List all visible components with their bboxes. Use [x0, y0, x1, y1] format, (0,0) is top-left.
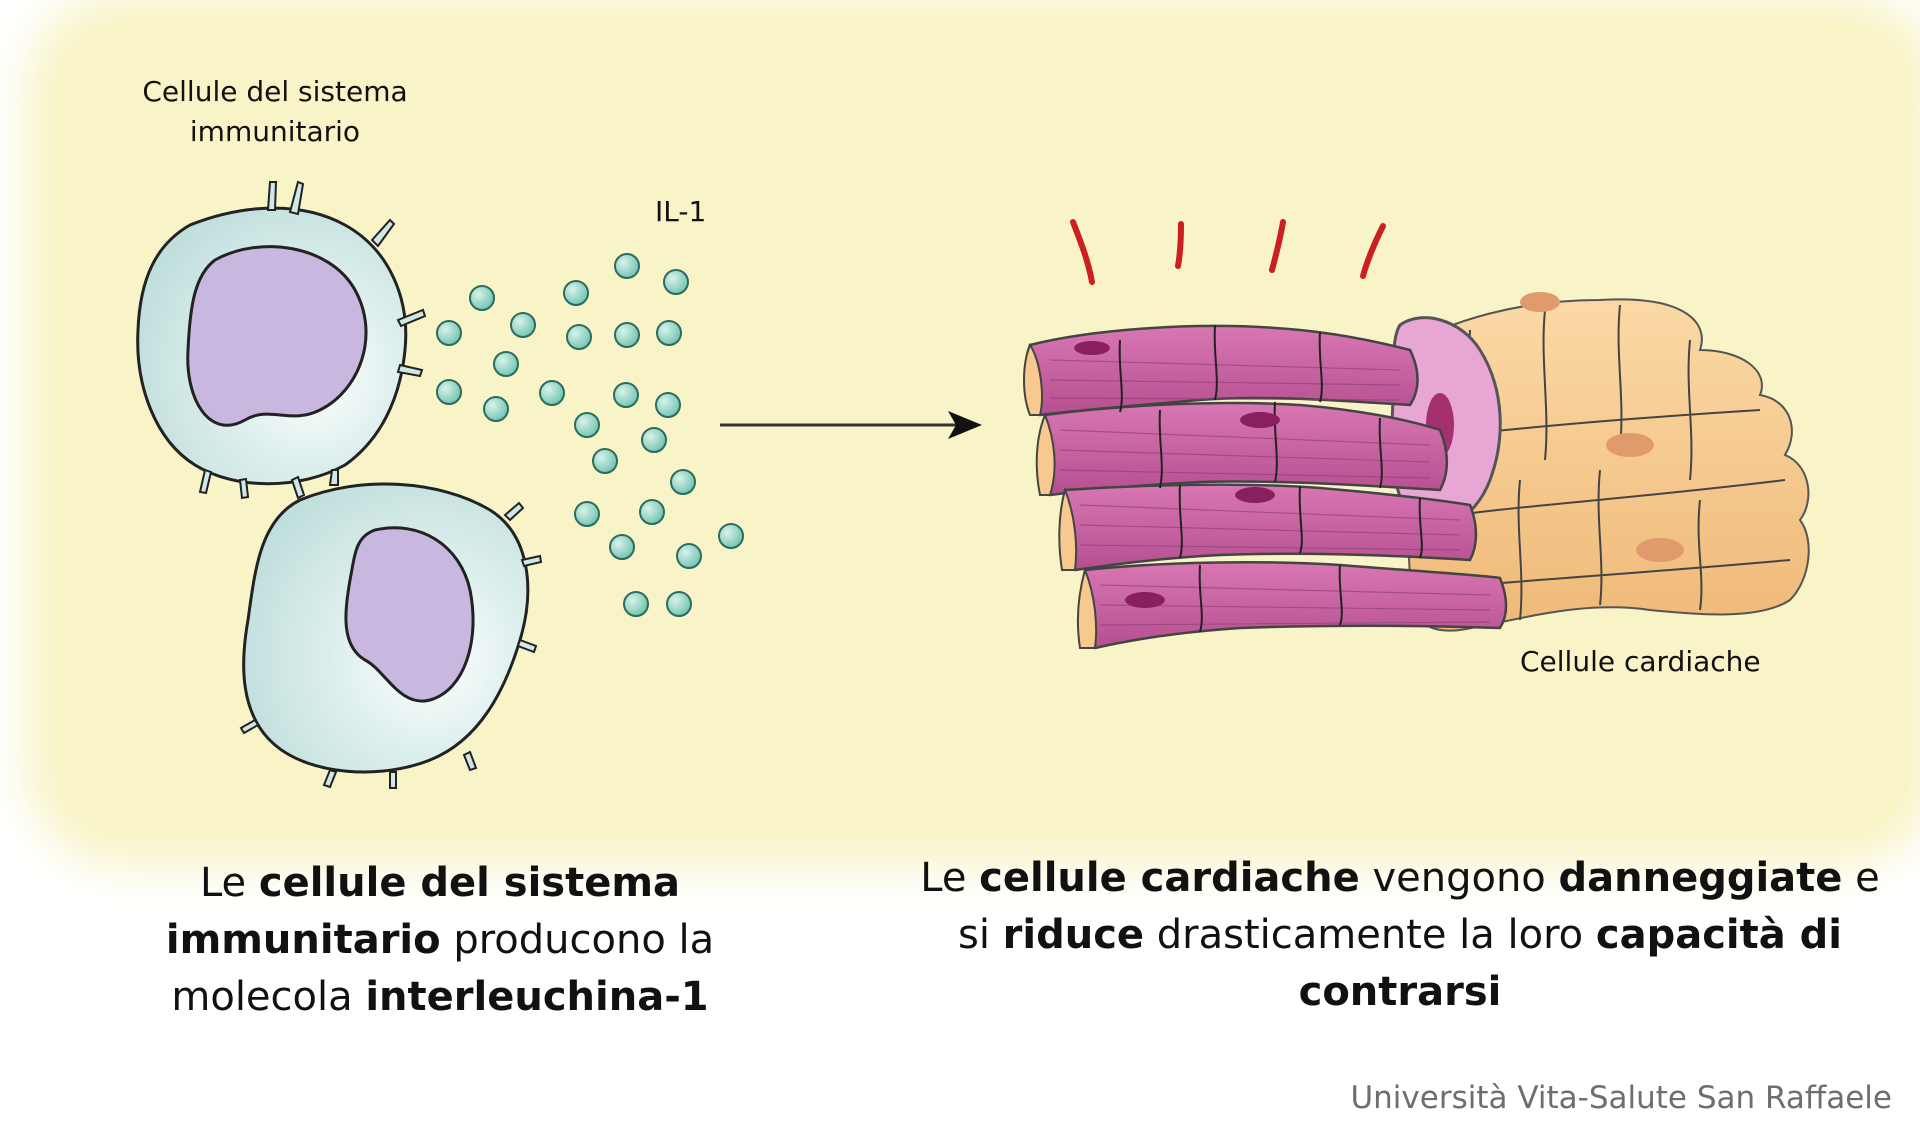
caption-left-segment: producono la molecola	[171, 917, 715, 1020]
caption-left: Le cellule del sistema immunitario produ…	[160, 855, 720, 1026]
immune-cell-lower	[239, 469, 543, 789]
damaged-cardiac-cells	[1023, 324, 1508, 650]
il1-molecule	[670, 469, 696, 495]
credit: Università Vita-Salute San Raffaele	[1350, 1080, 1892, 1116]
il1-molecule	[539, 380, 565, 406]
il1-molecule	[614, 253, 640, 279]
caption-right-segment: drasticamente la loro	[1144, 912, 1596, 958]
il1-molecule	[574, 412, 600, 438]
il1-molecules	[436, 253, 744, 617]
il1-molecule	[493, 351, 519, 377]
il1-molecule	[469, 285, 495, 311]
il1-molecule	[639, 499, 665, 525]
il1-molecule	[510, 312, 536, 338]
il1-molecule	[641, 427, 667, 453]
il1-molecule	[623, 591, 649, 617]
caption-right-segment: riduce	[1002, 912, 1145, 958]
damage-marks	[1070, 219, 1386, 285]
caption-left-segment: Le	[199, 860, 259, 906]
immune-cell-upper	[136, 180, 427, 500]
healthy-cardiac-cells	[1398, 292, 1810, 632]
il1-molecule	[614, 322, 640, 348]
il1-molecule	[436, 379, 462, 405]
arrow-icon	[720, 411, 982, 439]
caption-right-segment: Le	[920, 855, 980, 901]
label-heart-cells: Cellule cardiache	[1520, 645, 1761, 678]
caption-right-segment: capacità di contrarsi	[1298, 912, 1843, 1015]
caption-right-segment: cellule cardiache	[979, 855, 1360, 901]
il1-molecule	[574, 501, 600, 527]
caption-left-segment: cellule del sistema immunitario	[165, 860, 681, 963]
caption-right-segment: e si	[957, 855, 1880, 958]
caption-left-segment: interleuchina-1	[365, 974, 709, 1020]
il1-molecule	[436, 320, 462, 346]
il1-molecule	[655, 392, 681, 418]
label-immune-cells: Cellule del sistema immunitario	[142, 75, 408, 148]
caption-right-segment: danneggiate	[1558, 855, 1843, 901]
il1-molecule	[666, 591, 692, 617]
il1-molecule	[566, 324, 592, 350]
il1-molecule	[663, 269, 689, 295]
caption-right-segment: vengono	[1359, 855, 1559, 901]
il1-molecule	[656, 320, 682, 346]
il1-molecule	[563, 280, 589, 306]
il1-molecule	[676, 543, 702, 569]
il1-molecule	[483, 396, 509, 422]
caption-right: Le cellule cardiache vengono danneggiate…	[920, 850, 1880, 1021]
label-il1: IL-1	[655, 195, 707, 228]
il1-molecule	[718, 523, 744, 549]
il1-molecule	[609, 534, 635, 560]
il1-molecule	[613, 382, 639, 408]
il1-molecule	[592, 448, 618, 474]
